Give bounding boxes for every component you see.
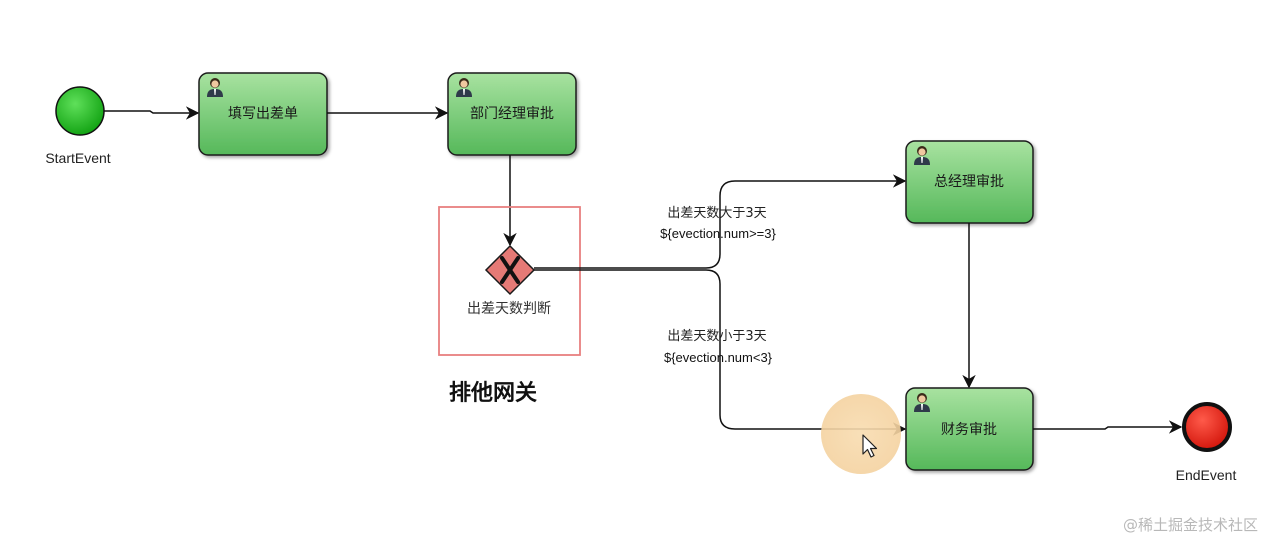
user-task-icon — [914, 393, 930, 412]
flow-gateway-to-general-manager[interactable] — [534, 174, 907, 269]
end-event[interactable] — [1182, 402, 1232, 452]
exclusive-gateway[interactable] — [484, 244, 536, 296]
user-task-icon — [914, 146, 930, 165]
condition-upper-text: 出差天数大于3天 — [667, 206, 766, 221]
task-dept-manager-label: 部门经理审批 — [470, 106, 554, 122]
condition-upper-expr: ${evection.num>=3} — [660, 226, 776, 241]
task-finance-label: 财务审批 — [941, 422, 997, 438]
task-fill-form[interactable] — [198, 72, 328, 156]
condition-lower-expr: ${evection.num<3} — [664, 350, 773, 365]
user-task-icon — [207, 78, 223, 97]
flow-gateway-to-finance[interactable] — [534, 269, 907, 436]
gateway-highlight-frame — [438, 206, 581, 356]
flow-finance-to-end[interactable] — [1033, 420, 1183, 434]
task-dept-manager[interactable] — [447, 72, 577, 156]
task-fill-form-label: 填写出差单 — [228, 106, 298, 122]
diagram-caption: 排他网关 — [449, 381, 537, 406]
watermark: @稀土掘金技术社区 — [1123, 516, 1258, 534]
start-event-label: StartEvent — [45, 150, 110, 166]
flow-start-to-fill-form[interactable] — [104, 106, 200, 120]
condition-lower-text: 出差天数小于3天 — [667, 329, 766, 344]
cursor-highlight-halo — [821, 394, 901, 474]
start-event[interactable] — [55, 86, 105, 136]
user-task-icon — [456, 78, 472, 97]
mouse-cursor-icon — [862, 434, 878, 458]
end-event-label: EndEvent — [1176, 467, 1237, 483]
gateway-label: 出差天数判断 — [467, 301, 551, 317]
task-general-manager-label: 总经理审批 — [934, 174, 1004, 190]
